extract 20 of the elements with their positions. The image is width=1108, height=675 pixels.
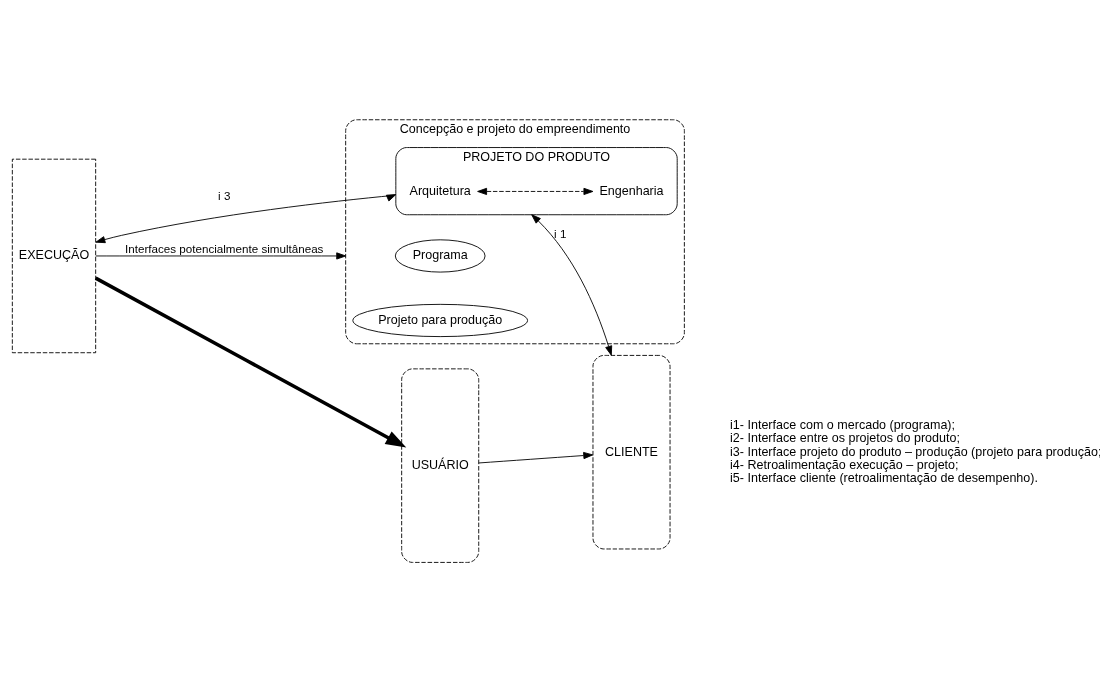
node-box: CLIENTE	[592, 354, 671, 550]
arrow	[478, 451, 594, 464]
node-ellipse: Programa	[394, 239, 486, 273]
node-text: Engenharia	[599, 183, 664, 198]
node-text: Arquitetura	[409, 183, 471, 198]
edge-label: Interfaces potencialmente simultâneas	[125, 241, 324, 255]
label: i5- Interface cliente (retroalimentação de desempenho).	[730, 471, 1038, 486]
node-ellipse: Projeto para produção	[352, 303, 528, 338]
arrow	[94, 276, 407, 448]
arrow	[95, 194, 397, 244]
node-box: EXECUÇÃO	[11, 158, 97, 354]
label: i2- Interface entre os projetos do produto;	[730, 431, 960, 446]
node-box: USUÁRIO	[401, 368, 480, 563]
arrow	[95, 252, 347, 260]
arrow	[531, 214, 613, 356]
edge-label: i 1	[554, 227, 567, 241]
label: i1- Interface com o mercado (programa);	[730, 417, 956, 432]
edge-label: i 3	[218, 188, 231, 202]
label: i3- Interface projeto do produto – produção (projeto para produção;	[730, 444, 1102, 459]
arrow	[477, 187, 594, 196]
